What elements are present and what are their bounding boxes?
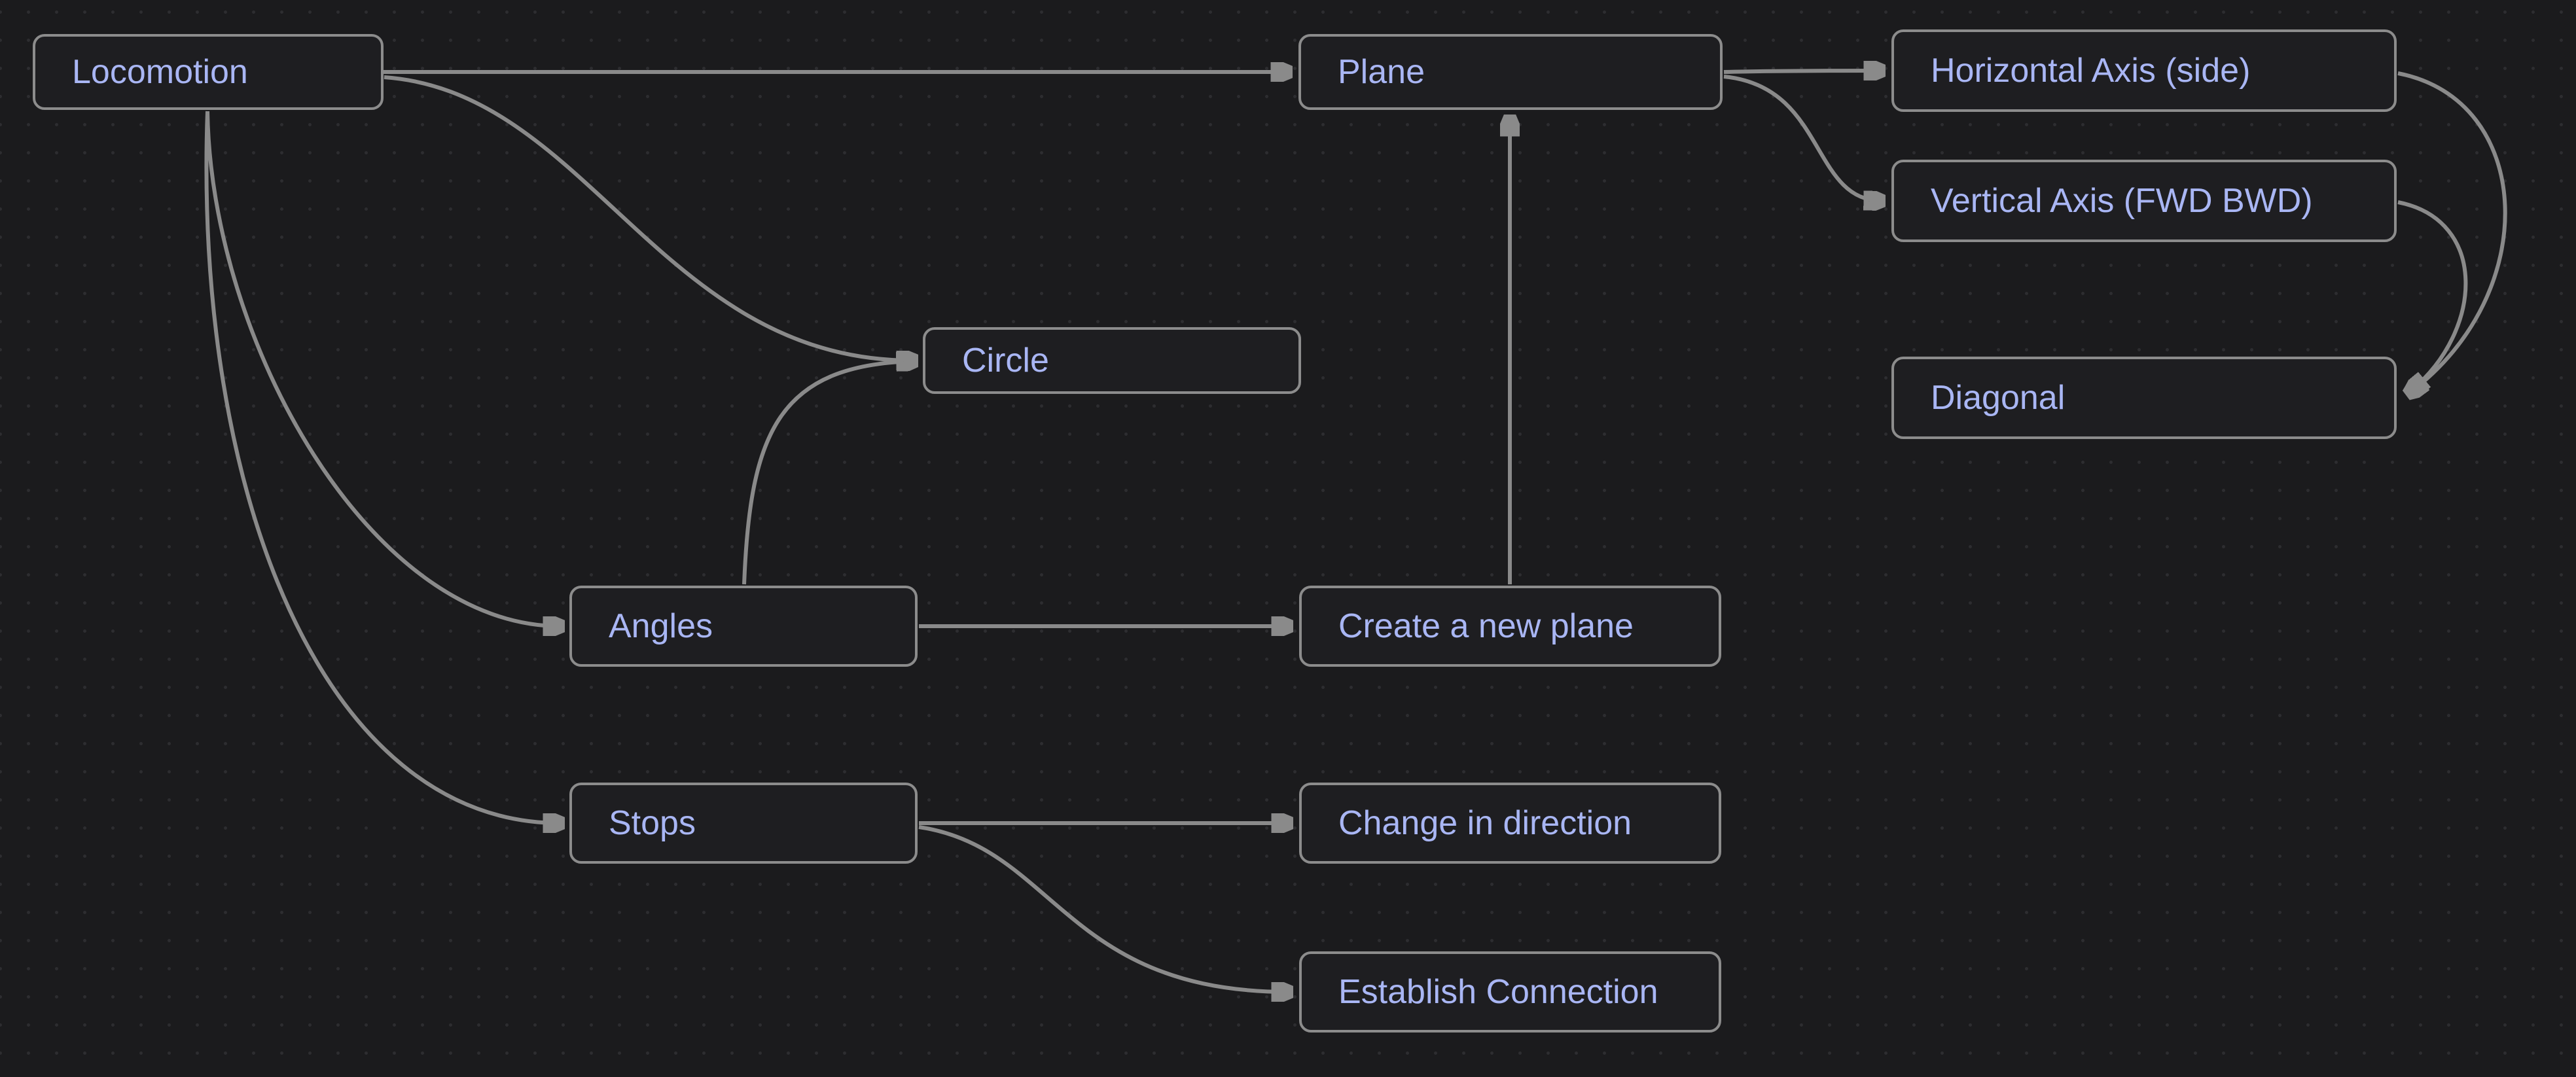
node-plane[interactable]: Plane bbox=[1298, 34, 1723, 110]
edge-stops-establish-connection[interactable] bbox=[918, 825, 1289, 992]
edge-plane-horizontal-axis[interactable] bbox=[1723, 71, 1881, 72]
node-vertical-axis[interactable]: Vertical Axis (FWD BWD) bbox=[1891, 160, 2397, 242]
edge-plane-vertical-axis[interactable] bbox=[1723, 75, 1881, 201]
node-angles[interactable]: Angles bbox=[569, 586, 918, 667]
node-change-direction[interactable]: Change in direction bbox=[1299, 783, 1721, 864]
node-create-new-plane[interactable]: Create a new plane bbox=[1299, 586, 1721, 667]
node-label: Locomotion bbox=[72, 53, 248, 91]
node-label: Change in direction bbox=[1338, 804, 1632, 842]
edge-locomotion-circle[interactable] bbox=[384, 75, 914, 361]
node-diagonal[interactable]: Diagonal bbox=[1891, 357, 2397, 439]
node-label: Create a new plane bbox=[1338, 607, 1634, 645]
edge-horizontal-axis-diagonal[interactable] bbox=[2397, 71, 2507, 393]
edge-locomotion-stops[interactable] bbox=[204, 111, 560, 823]
node-locomotion[interactable]: Locomotion bbox=[33, 34, 384, 110]
node-label: Stops bbox=[609, 804, 696, 842]
node-label: Diagonal bbox=[1931, 379, 2066, 417]
edge-angles-circle[interactable] bbox=[742, 361, 914, 585]
node-label: Plane bbox=[1338, 53, 1425, 91]
node-circle[interactable]: Circle bbox=[923, 327, 1301, 394]
node-label: Circle bbox=[962, 342, 1049, 380]
node-label: Angles bbox=[609, 607, 713, 645]
edge-vertical-axis-diagonal[interactable] bbox=[2397, 200, 2468, 391]
edge-locomotion-angles[interactable] bbox=[206, 111, 560, 626]
node-stops[interactable]: Stops bbox=[569, 783, 918, 864]
node-horizontal-axis[interactable]: Horizontal Axis (side) bbox=[1891, 29, 2397, 112]
node-label: Vertical Axis (FWD BWD) bbox=[1931, 182, 2313, 220]
node-establish-connection[interactable]: Establish Connection bbox=[1299, 951, 1721, 1033]
node-label: Establish Connection bbox=[1338, 973, 1658, 1011]
node-label: Horizontal Axis (side) bbox=[1931, 52, 2251, 90]
